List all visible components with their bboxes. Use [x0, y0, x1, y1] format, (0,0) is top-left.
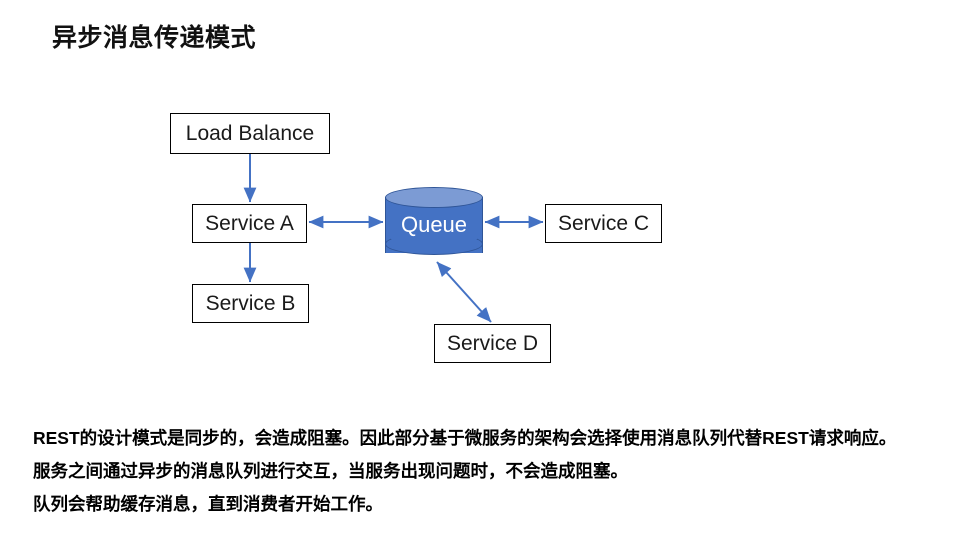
async-messaging-diagram: Load Balance Service A Service B Queue S…: [170, 113, 662, 363]
body-line-2: 服务之间通过异步的消息队列进行交互，当服务出现问题时，不会造成阻塞。: [33, 461, 628, 481]
node-service-d[interactable]: Service D: [434, 324, 551, 363]
node-service-b-label: Service B: [205, 292, 296, 315]
body-line-1: REST的设计模式是同步的，会造成阻塞。因此部分基于微服务的架构会选择使用消息队…: [33, 428, 897, 448]
body-line-3: 队列会帮助缓存消息，直到消费者开始工作。: [33, 494, 383, 514]
node-service-c-label: Service C: [557, 212, 650, 235]
cylinder-bottom-ellipse: [385, 233, 483, 255]
connector-queue-service-d: [436, 261, 492, 323]
node-service-d-label: Service D: [446, 332, 539, 355]
cylinder-top-ellipse: [385, 187, 483, 208]
node-queue-label: Queue: [400, 212, 468, 237]
node-queue-cylinder[interactable]: Queue: [385, 187, 483, 263]
page-title: 异步消息传递模式: [52, 24, 257, 52]
node-load-balance-label: Load Balance: [185, 122, 315, 145]
node-load-balance[interactable]: Load Balance: [170, 113, 330, 154]
node-service-b[interactable]: Service B: [192, 284, 309, 323]
body-paragraph: REST的设计模式是同步的，会造成阻塞。因此部分基于微服务的架构会选择使用消息队…: [33, 422, 953, 521]
node-service-a[interactable]: Service A: [192, 204, 307, 243]
node-service-c[interactable]: Service C: [545, 204, 662, 243]
node-service-a-label: Service A: [205, 212, 294, 235]
